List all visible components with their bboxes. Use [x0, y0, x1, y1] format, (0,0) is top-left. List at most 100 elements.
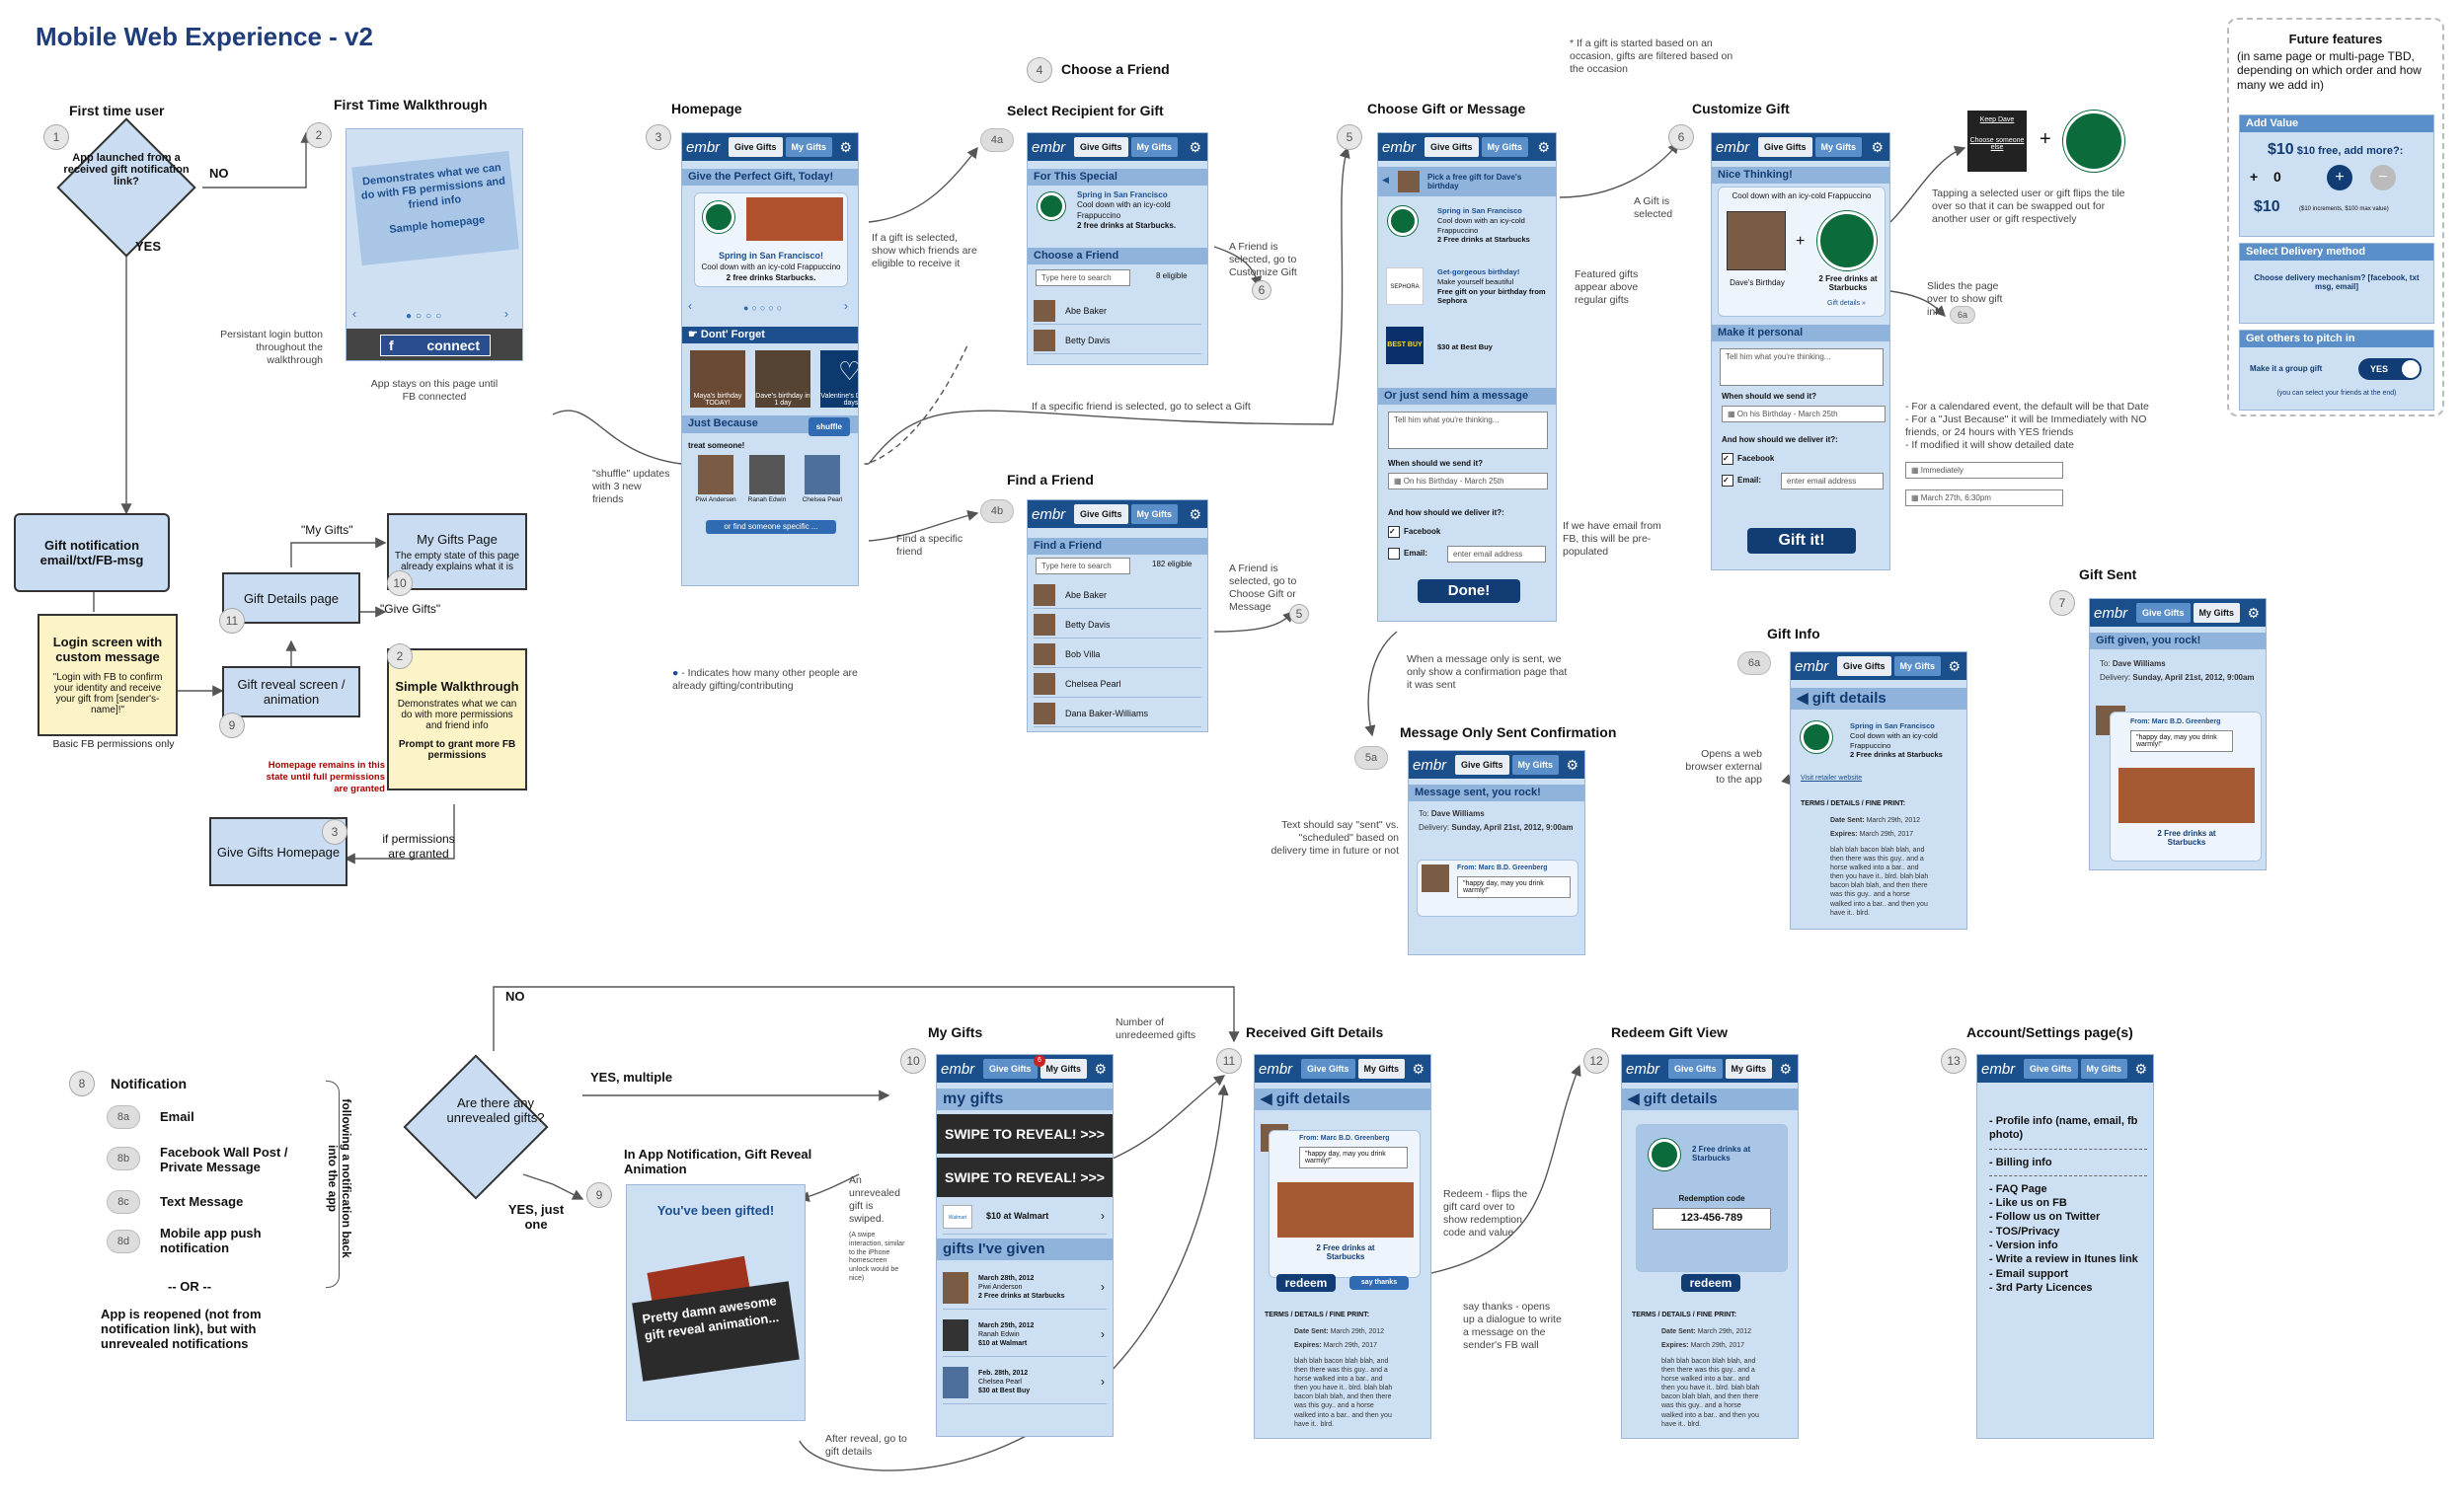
tab-give-gifts[interactable]: Give Gifts [1074, 504, 1128, 524]
tab-give-gifts[interactable]: Give Gifts [2024, 1059, 2078, 1079]
settings-item[interactable]: - Like us on FB [1989, 1196, 2147, 1210]
gear-icon[interactable]: ⚙ [1094, 1061, 1107, 1078]
email-input[interactable]: enter email address [1447, 546, 1546, 563]
tab-my-gifts[interactable]: My Gifts [1815, 137, 1863, 157]
back-arrow-icon[interactable]: ◀ [1797, 690, 1812, 707]
tab-give-gifts[interactable]: Give Gifts [1455, 755, 1509, 775]
tab-my-gifts[interactable]: My Gifts [2194, 603, 2241, 623]
find-someone-button[interactable]: or find someone specific ... [706, 520, 836, 534]
featured-gift-card[interactable]: Spring in San Francisco! Cool down with … [694, 192, 848, 287]
tab-my-gifts[interactable]: My Gifts [1040, 1059, 1088, 1079]
settings-item[interactable]: - FAQ Page [1989, 1182, 2147, 1196]
tab-give-gifts[interactable]: Give Gifts [1424, 137, 1479, 157]
subtract-button[interactable]: − [2370, 165, 2396, 190]
friend-row[interactable]: Dana Baker-Williams [1034, 700, 1201, 727]
gift-details-link[interactable]: Gift details » [1827, 300, 1866, 307]
settings-item[interactable]: - Profile info (name, email, fb photo) [1989, 1114, 2147, 1143]
facebook-option[interactable]: ✓Facebook [1722, 453, 1774, 465]
gear-icon[interactable]: ⚙ [2134, 1061, 2147, 1078]
gear-icon[interactable]: ⚙ [2247, 605, 2260, 622]
redeem-button[interactable]: redeem [1681, 1274, 1740, 1292]
checkbox-checked[interactable]: ✓ [1722, 475, 1733, 487]
checkbox[interactable] [1388, 548, 1400, 560]
group-toggle[interactable]: YES [2358, 358, 2422, 380]
search-input[interactable]: Type here to search [1036, 558, 1130, 574]
tab-my-gifts[interactable]: My Gifts [1512, 755, 1560, 775]
back-arrow-icon[interactable]: ◀ [1628, 1090, 1644, 1107]
friend-row[interactable]: Chelsea Pearl [1034, 670, 1201, 698]
back-arrow-icon[interactable]: ◀ [1382, 175, 1389, 186]
add-button[interactable]: + [2327, 165, 2352, 190]
gear-icon[interactable]: ⚙ [1948, 658, 1961, 675]
gift-option[interactable]: $30 at Best Buy [1437, 342, 1493, 351]
friend-row[interactable]: Betty Davis [1034, 611, 1201, 639]
message-input[interactable]: Tell him what you're thinking... [1388, 412, 1548, 449]
settings-item[interactable]: - Version info [1989, 1239, 2147, 1252]
tab-my-gifts[interactable]: My Gifts [1894, 656, 1942, 676]
checkbox-checked[interactable]: ✓ [1388, 526, 1400, 538]
tab-give-gifts[interactable]: Give Gifts [1301, 1059, 1355, 1079]
tab-give-gifts[interactable]: Give Gifts [1074, 137, 1128, 157]
tab-my-gifts[interactable]: My Gifts [1482, 137, 1529, 157]
settings-item[interactable]: - Follow us on Twitter [1989, 1210, 2147, 1224]
cal-option[interactable]: ▦ March 27th, 6:30pm [1905, 489, 2063, 506]
occasion-tile[interactable]: Dave's birthday in 1 day [755, 350, 810, 408]
friend-row[interactable]: Abe Baker [1034, 581, 1201, 609]
gear-icon[interactable]: ⚙ [1537, 139, 1550, 156]
shuffle-button[interactable]: shuffle [808, 417, 850, 436]
gear-icon[interactable]: ⚙ [1871, 139, 1884, 156]
message-input[interactable]: Tell him what you're thinking... [1720, 348, 1884, 386]
tab-my-gifts[interactable]: My Gifts [1358, 1059, 1406, 1079]
tab-give-gifts[interactable]: Give Gifts [2136, 603, 2191, 623]
checkbox-checked[interactable]: ✓ [1722, 453, 1733, 465]
cal-option[interactable]: ▦ Immediately [1905, 462, 2063, 479]
friend-tile[interactable] [1727, 211, 1786, 270]
search-input[interactable]: Type here to search [1036, 269, 1130, 286]
tab-my-gifts[interactable]: My Gifts [1131, 137, 1179, 157]
email-option[interactable]: ✓Email: [1722, 475, 1761, 487]
when-field[interactable]: ▦ On his Birthday - March 25th [1388, 473, 1548, 489]
gear-icon[interactable]: ⚙ [1189, 506, 1201, 523]
tab-give-gifts[interactable]: Give Gifts [1758, 137, 1812, 157]
gear-icon[interactable]: ⚙ [1566, 757, 1578, 774]
back-arrow-icon[interactable]: ◀ [1261, 1090, 1276, 1107]
gear-icon[interactable]: ⚙ [1779, 1061, 1792, 1078]
done-button[interactable]: Done! [1418, 579, 1520, 603]
occasion-tile[interactable]: ♡Valentine's Day in 3 days [820, 350, 859, 408]
keep-dave-link[interactable]: Keep Dave [1967, 116, 2027, 123]
swipe-to-reveal[interactable]: SWIPE TO REVEAL! >>> [937, 1114, 1113, 1154]
tab-give-gifts[interactable]: Give Gifts [1668, 1059, 1723, 1079]
tab-give-gifts[interactable]: Give Gifts [983, 1059, 1038, 1079]
email-option[interactable]: Email: [1388, 548, 1427, 560]
facebook-option[interactable]: ✓Facebook [1388, 526, 1440, 538]
tab-give-gifts[interactable]: Give Gifts [1837, 656, 1891, 676]
gear-icon[interactable]: ⚙ [839, 139, 852, 156]
tab-give-gifts[interactable]: Give Gifts [729, 137, 783, 157]
friend-row[interactable]: Abe Baker [1034, 297, 1201, 325]
redeem-button[interactable]: redeem [1276, 1274, 1336, 1292]
settings-item[interactable]: - Write a review in Itunes link [1989, 1252, 2147, 1266]
say-thanks-button[interactable]: say thanks [1349, 1276, 1409, 1290]
visit-retailer-link[interactable]: Visit retailer website [1801, 775, 1862, 782]
when-field[interactable]: ▦ On his Birthday - March 25th [1722, 406, 1886, 422]
settings-item[interactable]: - Email support [1989, 1267, 2147, 1281]
choose-else-link[interactable]: Choose someone else [1967, 137, 2027, 151]
settings-item[interactable]: - 3rd Party Licences [1989, 1281, 2147, 1295]
tab-my-gifts[interactable]: My Gifts [786, 137, 833, 157]
friend-photo[interactable] [749, 455, 785, 494]
settings-item[interactable]: - Billing info [1989, 1156, 2147, 1169]
prev-arrow-icon[interactable]: ‹ [688, 299, 692, 313]
starbucks-tile[interactable] [1817, 211, 1877, 270]
prev-arrow-icon[interactable]: ‹ [352, 307, 356, 321]
friend-photo[interactable] [698, 455, 733, 494]
friend-row[interactable]: Betty Davis [1034, 327, 1201, 354]
email-input[interactable]: enter email address [1781, 473, 1884, 489]
friend-row[interactable]: Bob Villa [1034, 640, 1201, 668]
friend-photo[interactable] [805, 455, 840, 494]
gift-row[interactable]: Walmart$10 at Walmart› [943, 1201, 1107, 1235]
gift-option[interactable]: Get-gorgeous birthday!Make yourself beau… [1437, 267, 1554, 306]
